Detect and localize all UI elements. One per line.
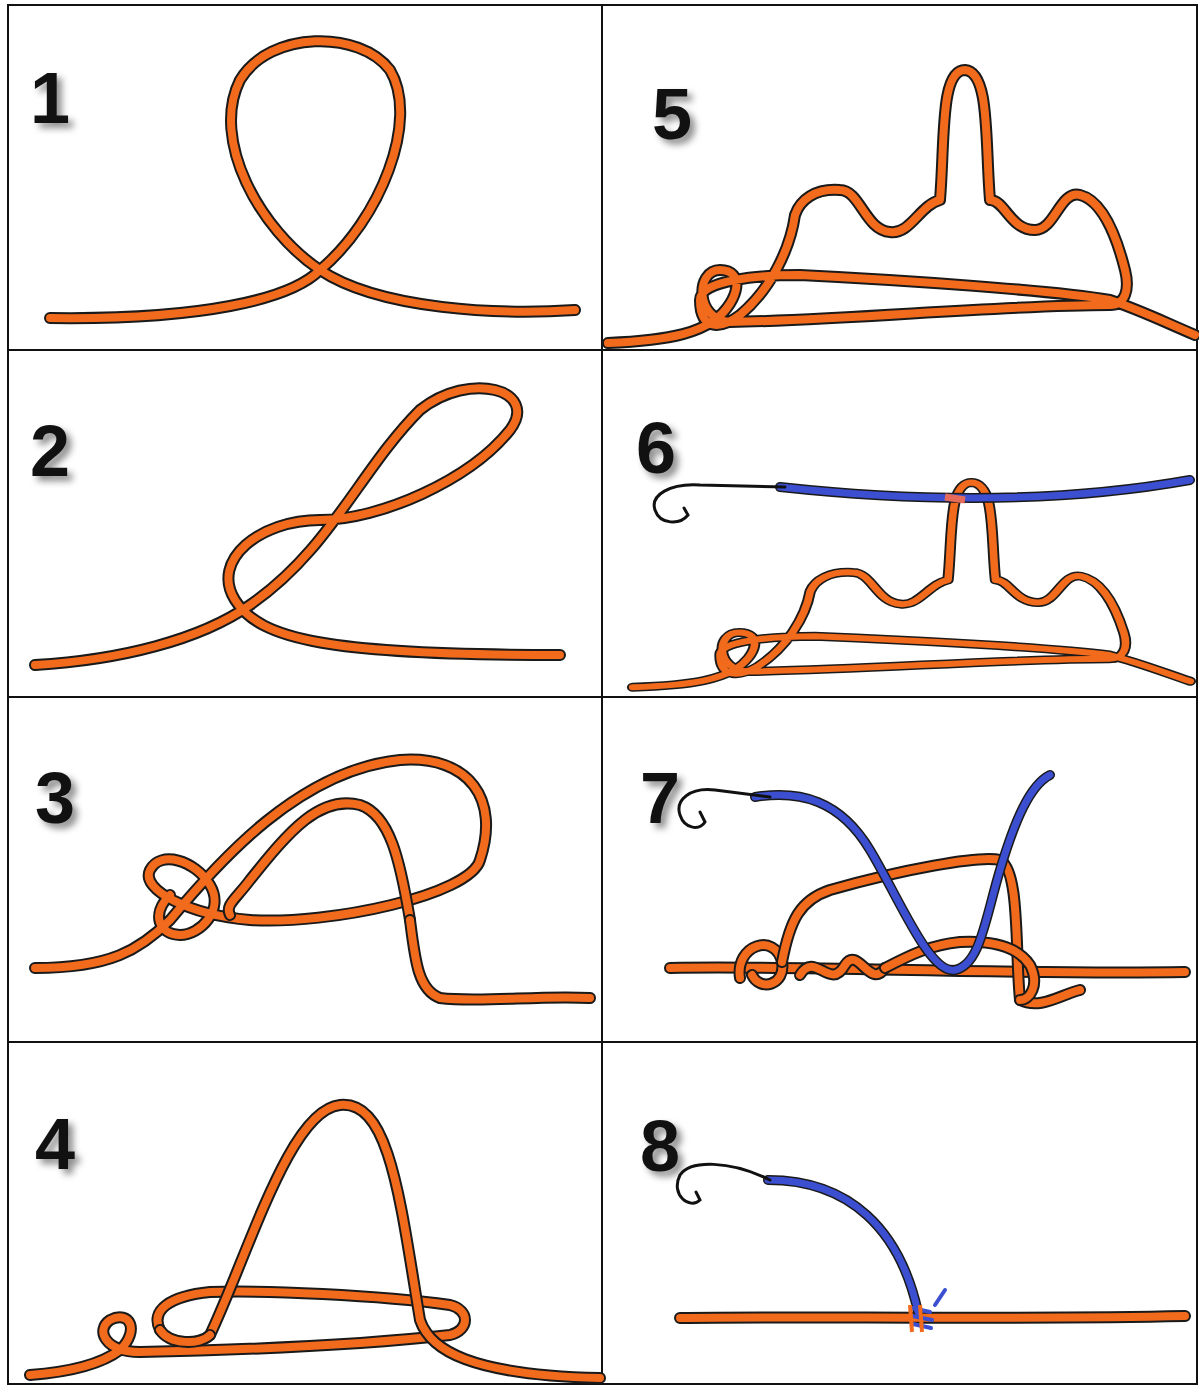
step-number: 3 — [35, 762, 75, 834]
step-number: 7 — [640, 762, 680, 834]
step-number: 5 — [652, 78, 692, 150]
panel-grid — [8, 5, 1197, 1384]
step-number: 4 — [35, 1108, 75, 1180]
step-number: 8 — [640, 1110, 680, 1182]
step-number: 1 — [30, 62, 70, 134]
step-number: 6 — [636, 412, 676, 484]
step-number: 2 — [30, 415, 70, 487]
